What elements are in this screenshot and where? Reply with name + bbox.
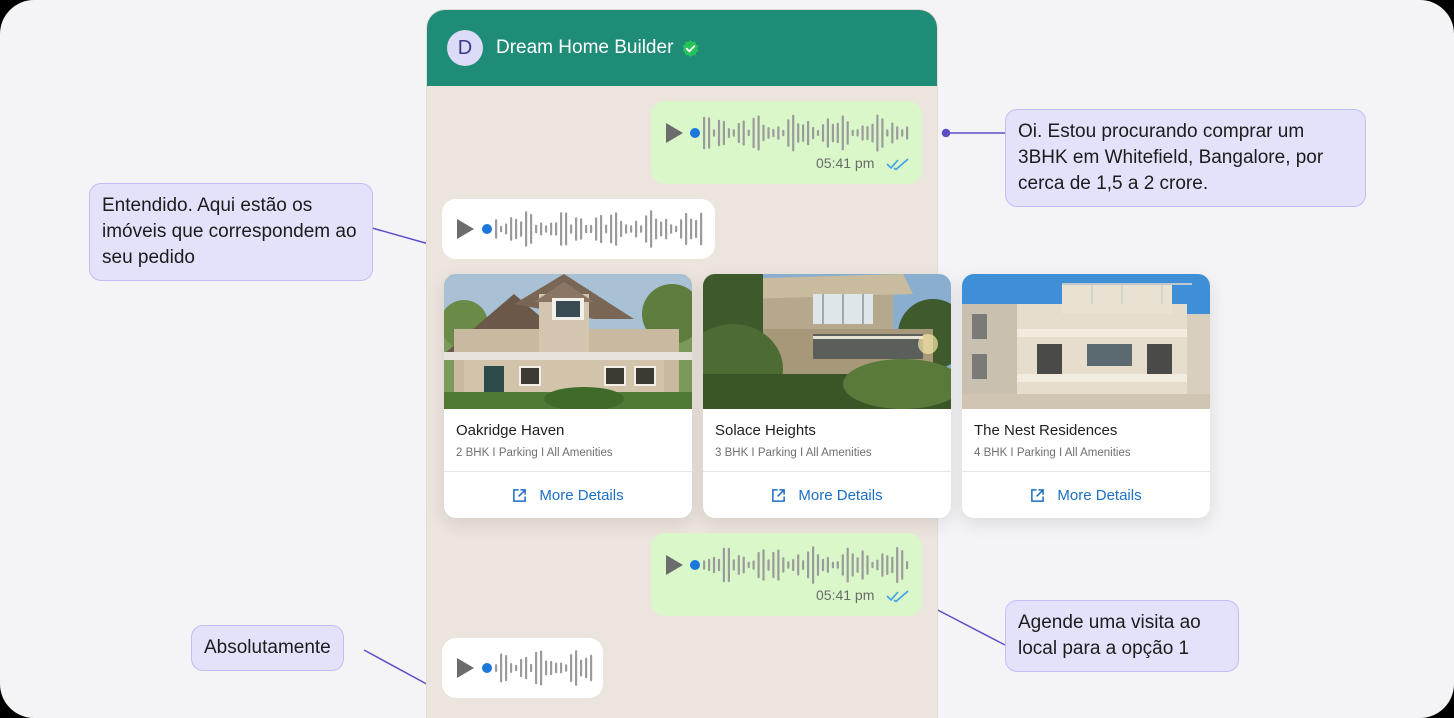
incoming-voice-message[interactable] (442, 199, 715, 259)
property-features: 2 BHK I Parking I All Amenities (456, 447, 613, 459)
property-card[interactable]: Oakridge Haven 2 BHK I Parking I All Ame… (444, 274, 692, 518)
play-icon[interactable] (457, 219, 474, 239)
double-check-icon (886, 590, 909, 603)
external-link-icon (1031, 488, 1045, 502)
property-card[interactable]: The Nest Residences 4 BHK I Parking I Al… (962, 274, 1210, 518)
more-details-label[interactable]: More Details (1057, 486, 1142, 504)
more-details-link[interactable]: More Details (962, 472, 1210, 518)
divider (703, 471, 951, 472)
divider (962, 471, 1210, 472)
property-card[interactable]: Solace Heights 3 BHK I Parking I All Ame… (703, 274, 951, 518)
property-features: 4 BHK I Parking I All Amenities (974, 447, 1131, 459)
play-icon[interactable] (666, 123, 683, 143)
property-photo-nest[interactable] (962, 274, 1210, 409)
more-details-link[interactable]: More Details (703, 472, 951, 518)
incoming-voice-message[interactable] (442, 638, 603, 698)
waveform[interactable] (495, 209, 705, 249)
playback-position-dot[interactable] (690, 560, 700, 570)
avatar[interactable]: D (447, 30, 483, 66)
property-name: Oakridge Haven (456, 422, 565, 439)
property-name: The Nest Residences (974, 422, 1118, 439)
playback-position-dot[interactable] (482, 663, 492, 673)
contact-name[interactable]: Dream Home Builder (496, 37, 674, 58)
playback-position-dot[interactable] (482, 224, 492, 234)
outgoing-voice-message[interactable]: 05:41 pm (651, 533, 922, 616)
waveform[interactable] (703, 113, 911, 153)
property-features: 3 BHK I Parking I All Amenities (715, 447, 872, 459)
callout-bot-reply: Entendido. Aqui estão os imóveis que cor… (89, 183, 373, 281)
play-icon[interactable] (666, 555, 683, 575)
playback-position-dot[interactable] (690, 128, 700, 138)
divider (444, 471, 692, 472)
waveform[interactable] (703, 545, 911, 585)
callout-user-visit: Agende uma visita ao local para a opção … (1005, 600, 1239, 672)
external-link-icon (772, 488, 786, 502)
double-check-icon (886, 158, 909, 171)
external-link-icon (513, 488, 527, 502)
property-photo-oakridge[interactable] (444, 274, 692, 409)
message-time: 05:41 pm (816, 155, 875, 171)
chat-header: D Dream Home Builder (427, 10, 937, 86)
callout-user-request: Oi. Estou procurando comprar um 3BHK em … (1005, 109, 1366, 207)
play-icon[interactable] (457, 658, 474, 678)
property-photo-solace[interactable] (703, 274, 951, 409)
message-time: 05:41 pm (816, 587, 875, 603)
outgoing-voice-message[interactable]: 05:41 pm (651, 101, 922, 184)
verified-badge-icon (682, 39, 699, 57)
more-details-link[interactable]: More Details (444, 472, 692, 518)
more-details-label[interactable]: More Details (798, 486, 883, 504)
waveform[interactable] (495, 648, 595, 688)
property-name: Solace Heights (715, 422, 816, 439)
more-details-label[interactable]: More Details (539, 486, 624, 504)
callout-bot-confirm: Absolutamente (191, 625, 344, 671)
